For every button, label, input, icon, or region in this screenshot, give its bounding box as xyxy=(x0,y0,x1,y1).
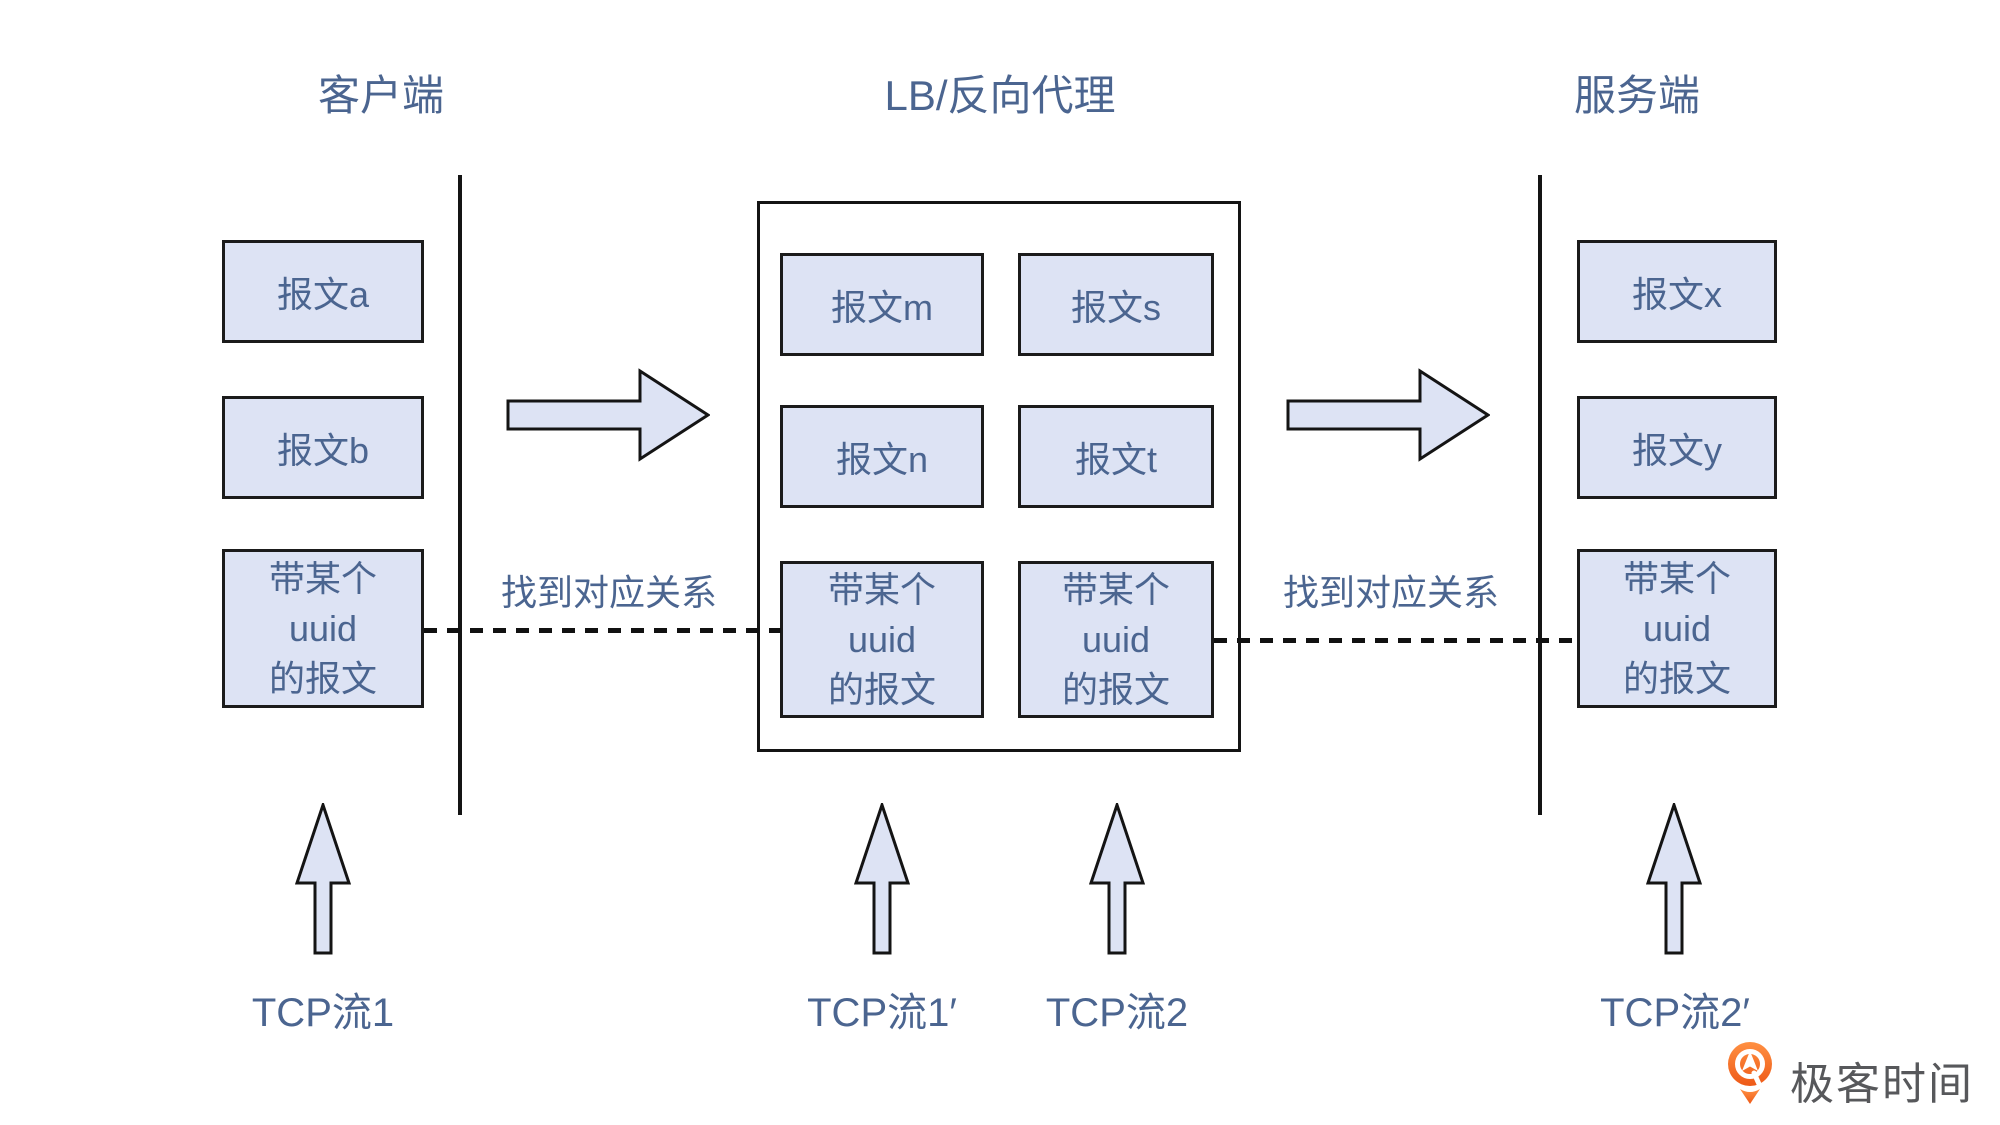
server-separator-line xyxy=(1538,175,1542,815)
server-uuid-packet-box: 带某个 uuid 的报文 xyxy=(1577,549,1777,708)
lb-uuid-packet-label-2: 带某个 uuid 的报文 xyxy=(1061,568,1170,710)
geektime-logo-text: 极客时间 xyxy=(1790,1060,1974,1109)
uuid-mapping-dashed-line-right xyxy=(1214,638,1578,643)
lb-packet-t-box: 报文t xyxy=(1018,405,1214,508)
lb-packet-n-box: 报文n xyxy=(780,405,984,508)
server-packet-x-box: 报文x xyxy=(1577,240,1777,343)
client-packet-b-label: 报文b xyxy=(276,429,370,471)
lb-column-title: LB/反向代理 xyxy=(884,72,1116,119)
right-arrow-icon xyxy=(506,368,710,462)
tcp-stream1-prime-label: TCP流1′ xyxy=(807,991,957,1035)
server-packet-x-label: 报文x xyxy=(1631,273,1722,315)
client-separator-line xyxy=(458,175,462,815)
uuid-mapping-dashed-line-left xyxy=(424,628,781,633)
client-packet-a-box: 报文a xyxy=(222,240,424,343)
right-arrow-icon xyxy=(1286,368,1490,462)
lb-packet-s-box: 报文s xyxy=(1018,253,1214,356)
lb-packet-m-label: 报文m xyxy=(831,286,933,328)
client-uuid-packet-box: 带某个 uuid 的报文 xyxy=(222,549,424,708)
geektime-pin-icon xyxy=(1728,1042,1772,1104)
tcp-stream2-label: TCP流2 xyxy=(1045,991,1189,1035)
up-arrow-icon xyxy=(1646,803,1702,955)
up-arrow-icon xyxy=(295,803,351,955)
mapping-label-right: 找到对应关系 xyxy=(1282,572,1499,613)
lb-uuid-packet-label-1: 带某个 uuid 的报文 xyxy=(827,568,936,710)
server-uuid-packet-label: 带某个 uuid 的报文 xyxy=(1622,557,1731,699)
tcp-stream1-label: TCP流1 xyxy=(251,991,395,1035)
up-arrow-icon xyxy=(854,803,910,955)
lb-packet-t-label: 报文t xyxy=(1074,438,1157,480)
server-column-title: 服务端 xyxy=(1573,72,1701,119)
up-arrow-icon xyxy=(1089,803,1145,955)
server-packet-y-label: 报文y xyxy=(1631,429,1722,471)
lb-packet-m-box: 报文m xyxy=(780,253,984,356)
client-packet-a-label: 报文a xyxy=(276,273,370,315)
lb-uuid-packet-box-1: 带某个 uuid 的报文 xyxy=(780,561,984,718)
lb-packet-n-label: 报文n xyxy=(835,438,929,480)
lb-packet-s-label: 报文s xyxy=(1070,286,1161,328)
server-packet-y-box: 报文y xyxy=(1577,396,1777,499)
client-uuid-packet-label: 带某个 uuid 的报文 xyxy=(268,557,377,699)
client-column-title: 客户端 xyxy=(317,72,445,119)
mapping-label-left: 找到对应关系 xyxy=(500,572,717,613)
lb-uuid-packet-box-2: 带某个 uuid 的报文 xyxy=(1018,561,1214,718)
client-packet-b-box: 报文b xyxy=(222,396,424,499)
tcp-stream2-prime-label: TCP流2′ xyxy=(1600,991,1750,1035)
